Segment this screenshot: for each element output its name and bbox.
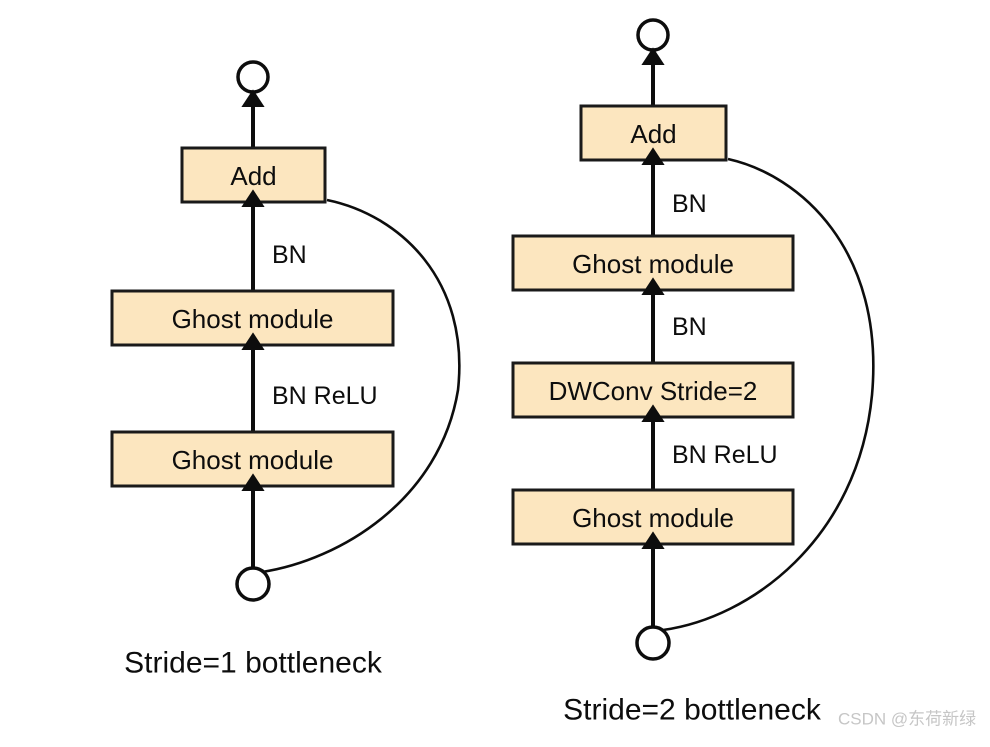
- node-label-ghost-module-lower-stride2: Ghost module: [572, 503, 734, 533]
- skip-connection-curve-stride1: [261, 198, 461, 574]
- node-label-dwconv-stride2: DWConv Stride=2: [549, 376, 758, 406]
- node-label-ghost-module-upper-stride1: Ghost module: [172, 304, 334, 334]
- output-node-circle-stride1: [236, 60, 270, 94]
- caption-stride2: Stride=2 bottleneck: [563, 694, 822, 727]
- edge-label-bn-lower-stride2: BN: [672, 313, 707, 341]
- edge-label-bn-upper-stride2: BN: [672, 190, 707, 218]
- edge-label-bn-stride1: BN: [272, 241, 307, 269]
- skip-connection-curve-stride2: [662, 157, 875, 632]
- output-node-circle-stride2: [636, 18, 670, 52]
- stride2-bottleneck-group: Add BN Ghost module BN DWConv Stride=2 B…: [511, 18, 875, 727]
- node-label-ghost-module-lower-stride1: Ghost module: [172, 445, 334, 475]
- input-node-circle-stride1: [235, 566, 271, 602]
- node-label-add-stride1: Add: [230, 161, 276, 191]
- edge-label-bn-relu-stride1: BN ReLU: [272, 382, 378, 410]
- stride1-bottleneck-group: Add BN Ghost module BN ReLU Ghost module…: [110, 60, 461, 680]
- input-node-circle-stride2: [635, 625, 671, 661]
- node-label-ghost-module-upper-stride2: Ghost module: [572, 249, 734, 279]
- csdn-watermark: CSDN @东荷新绿: [838, 710, 976, 729]
- caption-stride1: Stride=1 bottleneck: [124, 647, 383, 680]
- edge-label-bn-relu-stride2: BN ReLU: [672, 441, 778, 469]
- node-label-add-stride2: Add: [630, 119, 676, 149]
